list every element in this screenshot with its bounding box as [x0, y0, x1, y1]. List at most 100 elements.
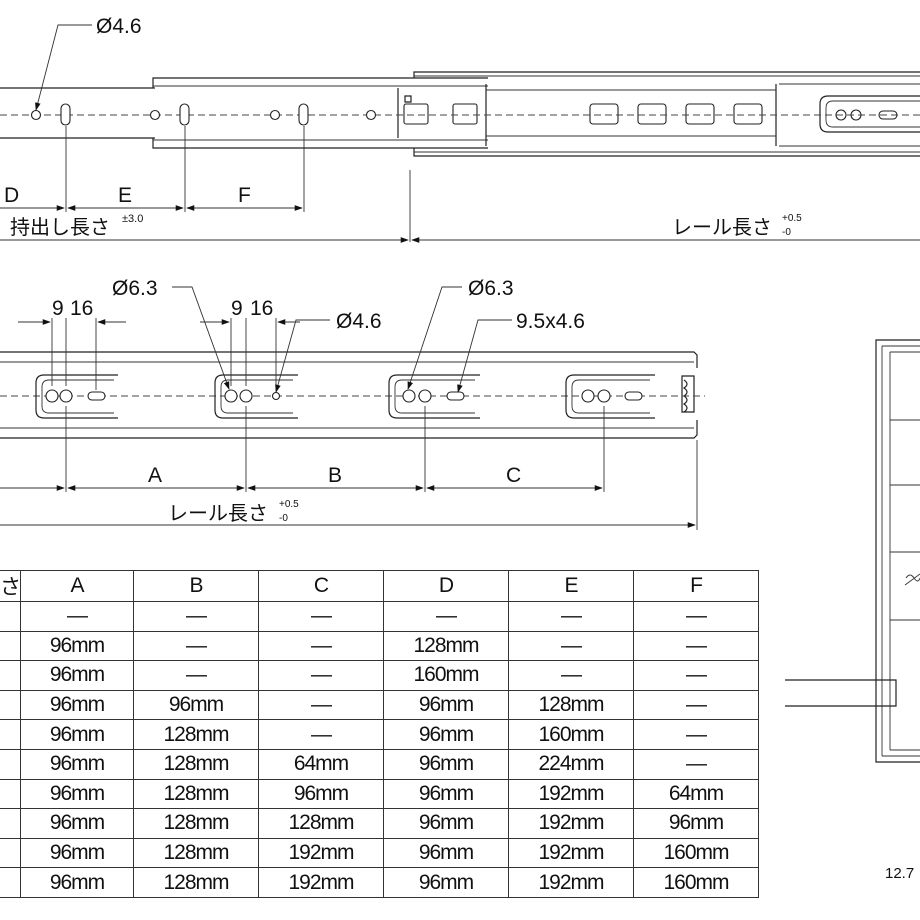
- rail-tol-minus-top: -0: [782, 227, 791, 238]
- table-cell: —: [133, 630, 259, 662]
- table-cell: [0, 837, 21, 869]
- table-cell: 96mm: [20, 778, 134, 810]
- slot-size-label: 9.5x4.6: [516, 310, 585, 333]
- header-b: B: [133, 570, 259, 602]
- table-cell: —: [258, 601, 384, 632]
- rail-tol-plus-top: +0.5: [782, 213, 802, 224]
- table-cell: [0, 719, 21, 750]
- side-view: 9 16 9 16 Ø6.3 Ø4.6 Ø6.3 9.5x4.6 A B C レ…: [0, 277, 705, 530]
- header-f: F: [633, 570, 759, 602]
- table-cell: —: [508, 660, 634, 691]
- table-cell: 128mm: [258, 808, 384, 839]
- table-cell: 96mm: [383, 808, 509, 839]
- table-cell: —: [133, 601, 259, 632]
- extension-tolerance: ±3.0: [122, 213, 143, 225]
- table-cell: 96mm: [20, 748, 134, 780]
- table-cell: [0, 748, 21, 780]
- table-cell: 96mm: [383, 867, 509, 898]
- top-view: Ø4.6 D E F 持出し長さ ±3.0 レール長さ +0.5 -0: [0, 15, 920, 243]
- table-cell: —: [633, 630, 759, 662]
- table-cell: —: [633, 719, 759, 750]
- extension-length-label: 持出し長さ: [10, 216, 110, 239]
- table-cell: 96mm: [20, 660, 134, 691]
- table-cell: 96mm: [258, 778, 384, 810]
- dim-e-label: E: [118, 184, 132, 207]
- dim-16-left: 16: [70, 297, 93, 320]
- table-cell: 96mm: [20, 867, 134, 898]
- spec-table: さ A B C D E F ——————96mm——128mm——96mm——1…: [0, 570, 759, 898]
- table-cell: 160mm: [383, 660, 509, 691]
- table-cell: 128mm: [508, 689, 634, 721]
- table-cell: [0, 867, 21, 898]
- hole-diameter-label-top: Ø4.6: [96, 15, 142, 38]
- table-cell: 192mm: [508, 778, 634, 810]
- dim-9-mid: 9: [231, 297, 243, 320]
- bottom-dimension-label: 12.7: [885, 865, 914, 882]
- table-cell: 64mm: [258, 748, 384, 780]
- table-header-row: さ A B C D E F: [0, 570, 759, 602]
- table-cell: [0, 778, 21, 810]
- dim-d-label: D: [4, 184, 19, 207]
- rail-tol-plus-side: +0.5: [279, 499, 299, 510]
- table-cell: 96mm: [383, 719, 509, 750]
- table-cell: 96mm: [20, 689, 134, 721]
- table-cell: 192mm: [508, 867, 634, 898]
- table-cell: 96mm: [20, 719, 134, 750]
- header-e: E: [508, 570, 634, 602]
- table-cell: 192mm: [508, 837, 634, 869]
- table-cell: 192mm: [258, 837, 384, 869]
- table-cell: —: [508, 601, 634, 632]
- table-cell: —: [383, 601, 509, 632]
- header-d: D: [383, 570, 509, 602]
- table-cell: —: [258, 660, 384, 691]
- table-row: ——————: [0, 601, 759, 632]
- table-cell: 160mm: [633, 837, 759, 869]
- table-row: 96mm——128mm——: [0, 630, 759, 662]
- bracket-4: [565, 374, 655, 419]
- table-cell: —: [633, 689, 759, 721]
- dim-a-label: A: [148, 464, 162, 487]
- table-cell: 128mm: [133, 867, 259, 898]
- table-cell: 160mm: [633, 867, 759, 898]
- table-cell: 128mm: [383, 630, 509, 662]
- table-cell: —: [633, 748, 759, 780]
- table-cell: 192mm: [258, 867, 384, 898]
- table-cell: 128mm: [133, 837, 259, 869]
- hole-46-label: Ø4.6: [336, 310, 382, 333]
- right-view: 12.7: [785, 339, 920, 882]
- table-cell: 96mm: [383, 689, 509, 721]
- table-row: 96mm——160mm——: [0, 660, 759, 691]
- table-cell: 96mm: [20, 808, 134, 839]
- dim-9-left: 9: [52, 297, 64, 320]
- table-cell: [0, 660, 21, 691]
- table-cell: [0, 630, 21, 662]
- table-cell: 160mm: [508, 719, 634, 750]
- table-cell: [0, 808, 21, 839]
- table-cell: 64mm: [633, 778, 759, 810]
- table-cell: 96mm: [383, 778, 509, 810]
- table-cell: —: [633, 660, 759, 691]
- table-cell: 96mm: [20, 630, 134, 662]
- table-cell: —: [20, 601, 134, 632]
- rail-tol-minus-side: -0: [279, 513, 288, 524]
- rail-length-label-top: レール長さ: [672, 217, 772, 239]
- dim-f-label: F: [238, 184, 251, 207]
- dim-c-label: C: [506, 464, 521, 487]
- table-cell: 96mm: [383, 837, 509, 869]
- dim-16-mid: 16: [250, 297, 273, 320]
- table-cell: 128mm: [133, 719, 259, 750]
- rail-length-label-side: レール長さ: [168, 503, 268, 525]
- hole-63-label-b: Ø6.3: [468, 277, 514, 300]
- table-cell: 96mm: [20, 837, 134, 869]
- table-cell: 224mm: [508, 748, 634, 780]
- table-cell: 128mm: [133, 778, 259, 810]
- table-cell: 96mm: [133, 689, 259, 721]
